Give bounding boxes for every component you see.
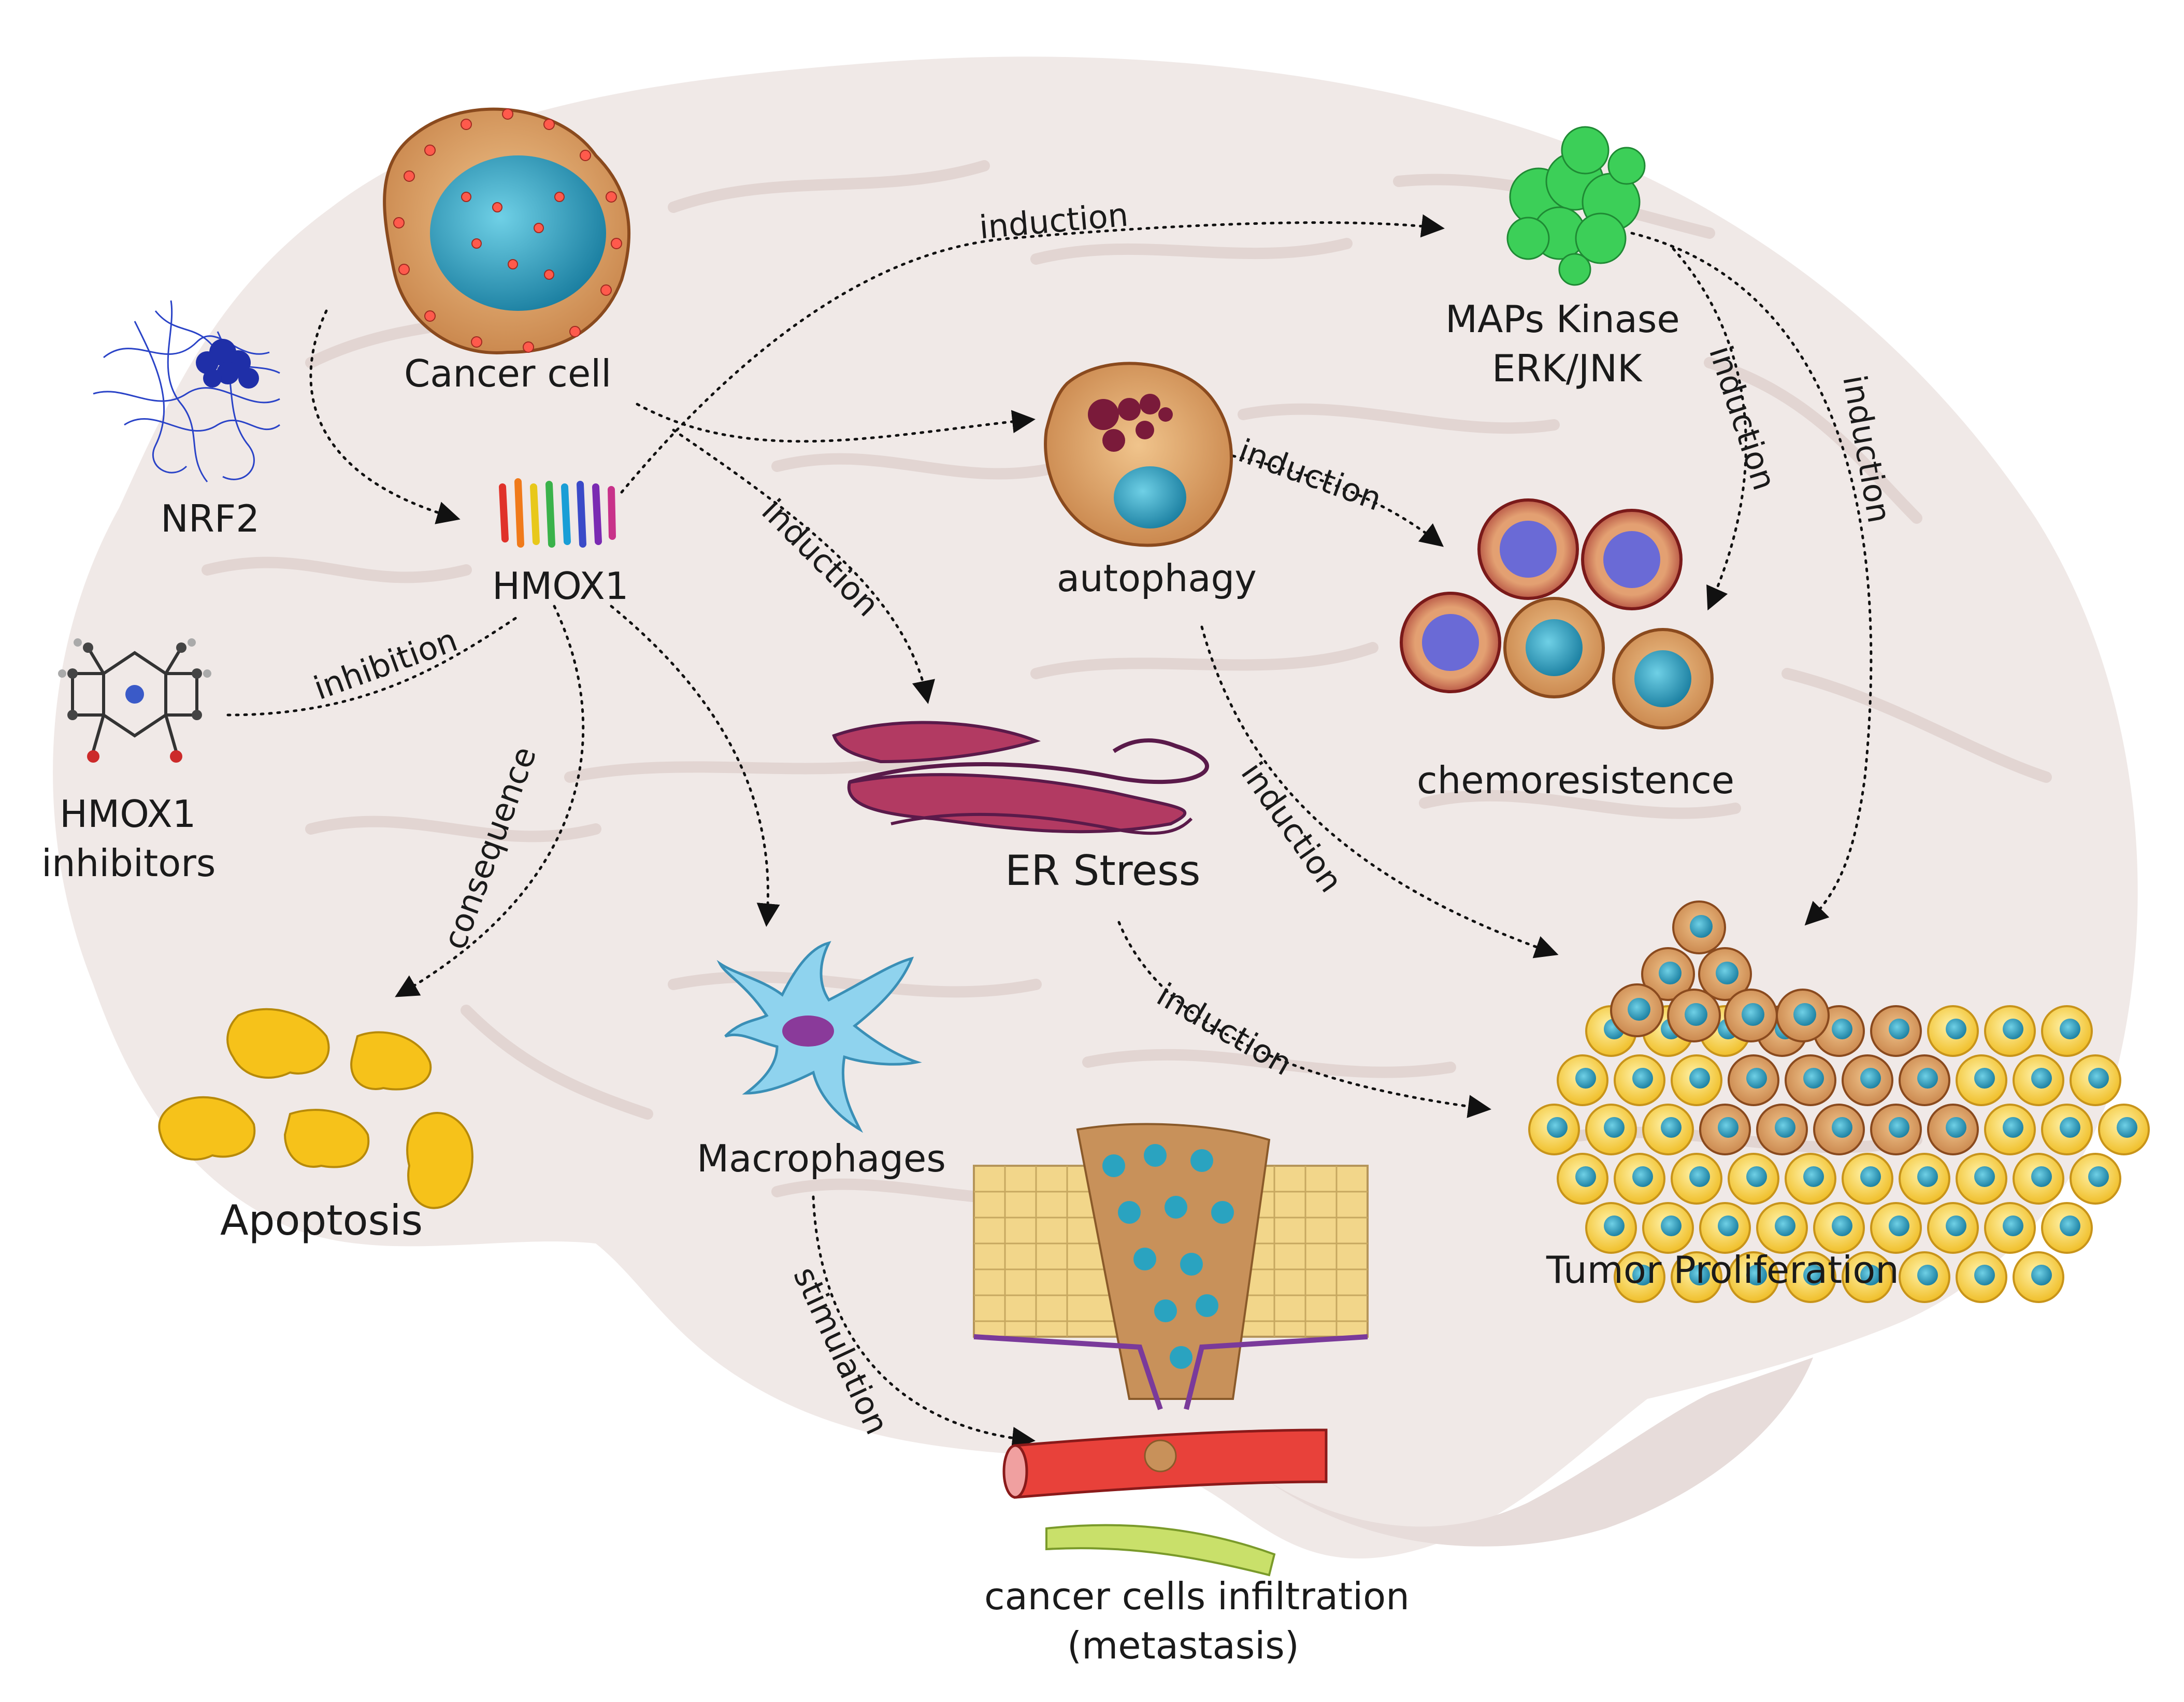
er-stress-illustration [832,721,1209,835]
macrophage-illustration [716,941,922,1133]
chemoresistence-illustration [1400,498,1714,730]
arrow-hmox1-to-macrophages [610,605,780,927]
arrow-er-to-tumor [1117,921,1491,1118]
autophagy-illustration [1044,362,1233,547]
hmox1-inhibitors-label-line1: HMOX1 [60,792,196,836]
maps-kinase-label-line2: ERK/JNK [1492,347,1642,390]
nrf2-structure-illustration [93,300,280,482]
apoptosis-label: Apoptosis [220,1196,423,1245]
arrow-macrophages-to-metastasis [812,1195,1036,1450]
arrow-hmox1-to-apoptosis [395,605,585,997]
arrows [226,214,1873,1450]
nrf2-label: NRF2 [161,497,260,540]
hmox1-inhibitor-molecule-illustration [58,638,211,763]
arrow-maps-to-chemo [1672,247,1747,611]
arrow-maps-to-tumor [1630,232,1873,926]
hmox1-structure-illustration [499,478,616,548]
arrow-cancer-to-hmox1 [309,309,461,524]
arrow-autophagy-to-tumor [1200,625,1559,959]
arrow-cancer-to-er [672,428,935,704]
cancer-cell-illustration [383,107,631,354]
arrow-hmox1-to-maps [620,214,1445,494]
tumor-proliferation-label: Tumor Proliferation [1546,1248,1899,1292]
hmox1-inhibitors-label-line2: inhibitors [41,841,216,885]
maps-kinase-label-line1: MAPs Kinase [1445,297,1680,341]
arrow-autophagy-to-chemo [1231,454,1444,547]
macrophages-label: Macrophages [697,1137,946,1180]
apoptosis-illustration [158,1008,473,1209]
arrow-inhibitors-to-hmox1 [226,615,520,717]
metastasis-illustration [973,1123,1369,1577]
tumor-proliferation-illustration [1528,900,2150,1303]
chemoresistence-label: chemoresistence [1417,759,1735,802]
hmox1-label: HMOX1 [492,564,629,608]
metastasis-label-line1: cancer cells infiltration [984,1575,1410,1618]
cancer-cell-label: Cancer cell [404,352,612,395]
autophagy-label: autophagy [1057,556,1257,600]
metastasis-label-line2: (metastasis) [1067,1624,1299,1667]
maps-kinase-illustration [1506,126,1646,286]
er-stress-label: ER Stress [1005,847,1201,895]
